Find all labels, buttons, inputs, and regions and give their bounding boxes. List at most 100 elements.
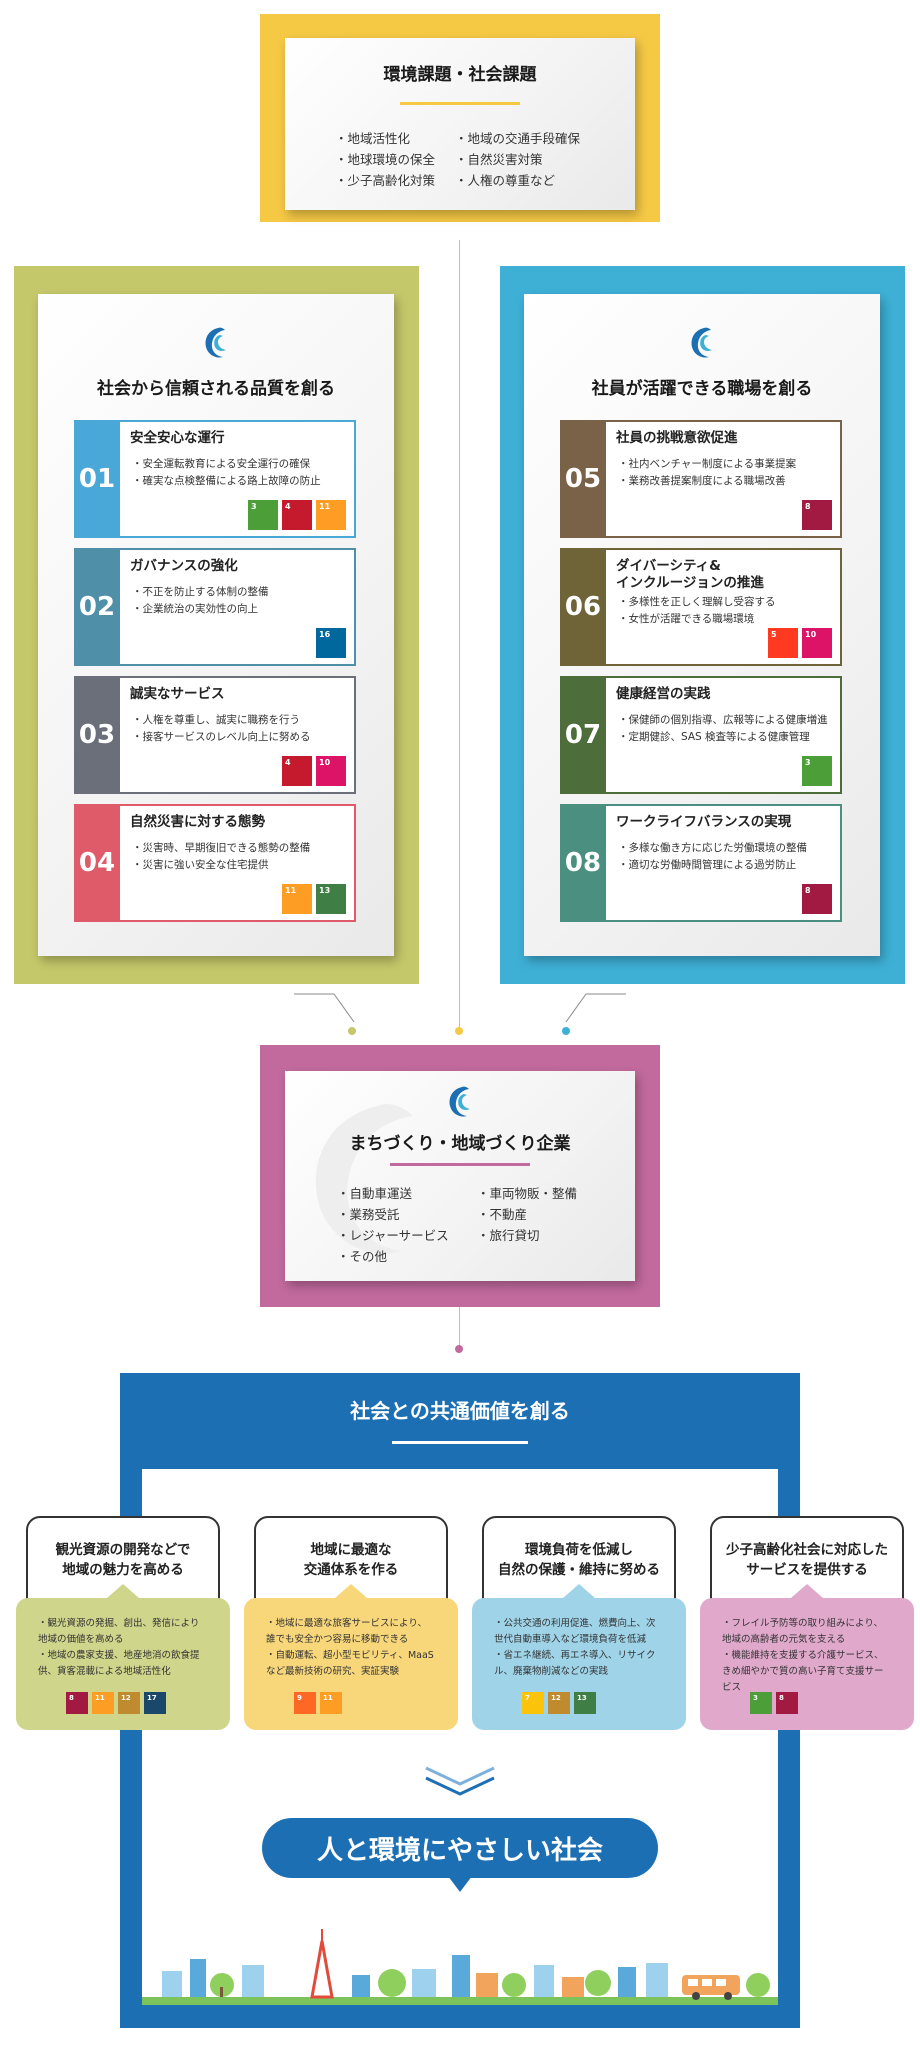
quality-panel: 社会から信頼される品質を創る 01安全安心な運行安全運転教育による安全運行の確保… <box>14 266 419 984</box>
shared-title: 社会との共通価値を創る <box>350 1399 570 1423</box>
item-number: 04 <box>74 804 120 922</box>
shared-underline <box>392 1441 528 1444</box>
value-text-line: フレイル予防等の取り組みにより、地域の高齢者の元気を支える <box>722 1616 892 1648</box>
sdg-goal-icon: 3 <box>750 1692 772 1714</box>
sdg-icons: 16 <box>316 628 346 658</box>
sdg-goal-icon: 12 <box>118 1692 140 1714</box>
workplace-title: 社員が活躍できる職場を創る <box>591 379 813 399</box>
item-title: 誠実なサービス <box>130 686 225 702</box>
item-point: 多様な働き方に応じた労働環境の整備 <box>618 840 808 857</box>
value-card: 地域に最適な旅客サービスにより、誰でも安全かつ容易に移動できる自動運転、超小型モ… <box>244 1516 458 1730</box>
sdg-goal-icon: 8 <box>802 884 832 914</box>
item-card: 03誠実なサービス人権を尊重し、誠実に職務を行う接客サービスのレベル向上に努める… <box>74 676 356 794</box>
quality-card: 社会から信頼される品質を創る 01安全安心な運行安全運転教育による安全運行の確保… <box>38 294 394 956</box>
sdg-goal-icon: 4 <box>282 756 312 786</box>
item-number: 08 <box>560 804 606 922</box>
sdg-goal-icon: 10 <box>802 628 832 658</box>
issue-item: 地域の交通手段確保 <box>455 128 581 149</box>
issues-panel: 環境課題・社会課題 地域活性化 地球環境の保全 少子高齢化対策 地域の交通手段確… <box>260 14 660 222</box>
value-card: 観光資源の発掘、創出、発信により地域の価値を高める地域の農家支援、地産地消の飲食… <box>16 1516 230 1730</box>
company-logo-icon <box>205 327 226 358</box>
value-heading: 少子高齢化社会に対応した サービスを提供する <box>726 1542 888 1578</box>
company-list-right: 車両物販・整備 不動産 旅行貸切 <box>477 1183 578 1246</box>
item-card: 05社員の挑戦意欲促進社内ベンチャー制度による事業提案業務改善提案制度による職場… <box>560 420 842 538</box>
value-text: フレイル予防等の取り組みにより、地域の高齢者の元気を支える機能維持を支援する介護… <box>722 1616 892 1696</box>
sdg-goal-icon: 5 <box>768 628 798 658</box>
item-points: 社内ベンチャー制度による事業提案業務改善提案制度による職場改善 <box>618 456 797 490</box>
cityscape-illustration <box>142 1929 778 2005</box>
value-text-line: 公共交通の利用促進、燃費向上、次世代自動車導入など環境負荷を低減 <box>494 1616 664 1648</box>
business-item: その他 <box>337 1246 449 1267</box>
item-number: 02 <box>74 548 120 666</box>
issue-item: 少子高齢化対策 <box>335 170 436 191</box>
value-text-line: 省エネ継続、再エネ導入、リサイクル、廃棄物削減などの実践 <box>494 1648 664 1680</box>
connector-line <box>459 240 460 1030</box>
connector-dot-yellow <box>455 1027 463 1035</box>
item-number: 06 <box>560 548 606 666</box>
item-points: 多様な働き方に応じた労働環境の整備適切な労働時間管理による過労防止 <box>618 840 808 874</box>
item-points: 災害時、早期復旧できる態勢の整備災害に強い安全な住宅提供 <box>132 840 311 874</box>
value-pointer <box>107 1584 139 1598</box>
item-points: 保健師の個別指導、広報等による健康増進定期健診、SAS 検査等による健康管理 <box>618 712 828 746</box>
business-item: 業務受託 <box>337 1204 449 1225</box>
item-points: 多様性を正しく理解し受容する女性が活躍できる職場環境 <box>618 594 776 628</box>
sdg-goal-icon: 8 <box>776 1692 798 1714</box>
sdg-goal-icon: 9 <box>294 1692 316 1714</box>
value-text-line: 自動運転、超小型モビリティ、MaaSなど最新技術の研究、実証実験 <box>266 1648 436 1680</box>
sdg-goal-icon: 8 <box>66 1692 88 1714</box>
item-card: 08ワークライフバランスの実現多様な働き方に応じた労働環境の整備適切な労働時間管… <box>560 804 842 922</box>
sdg-goal-icon: 11 <box>282 884 312 914</box>
item-point: 確実な点検整備による路上故障の防止 <box>132 473 321 490</box>
company-card: まちづくり・地域づくり企業 自動車運送 業務受託 レジャーサービス その他 車両… <box>285 1071 635 1281</box>
business-item: 不動産 <box>477 1204 577 1225</box>
item-points: 人権を尊重し、誠実に職務を行う接客サービスのレベル向上に努める <box>132 712 311 746</box>
issue-item: 地域活性化 <box>335 128 435 149</box>
value-text: 観光資源の発掘、創出、発信により地域の価値を高める地域の農家支援、地産地消の飲食… <box>38 1616 208 1680</box>
sdg-goal-icon: 3 <box>802 756 832 786</box>
business-item: 車両物販・整備 <box>477 1183 578 1204</box>
connector-line-lower <box>459 1307 460 1347</box>
item-number: 05 <box>560 420 606 538</box>
item-card: 04自然災害に対する態勢災害時、早期復旧できる態勢の整備災害に強い安全な住宅提供… <box>74 804 356 922</box>
connector-diagonal-left <box>294 993 355 1023</box>
value-card: フレイル予防等の取り組みにより、地域の高齢者の元気を支える機能維持を支援する介護… <box>700 1516 914 1730</box>
value-card: 公共交通の利用促進、燃費向上、次世代自動車導入など環境負荷を低減省エネ継続、再エ… <box>472 1516 686 1730</box>
value-band: 観光資源の発掘、創出、発信により地域の価値を高める地域の農家支援、地産地消の飲食… <box>16 1584 230 1730</box>
company-underline <box>390 1163 530 1166</box>
quality-title: 社会から信頼される品質を創る <box>97 379 335 399</box>
item-card: 02ガバナンスの強化不正を防止する体制の整備企業統治の実効性の向上16 <box>74 548 356 666</box>
value-text: 地域に最適な旅客サービスにより、誰でも安全かつ容易に移動できる自動運転、超小型モ… <box>266 1616 436 1680</box>
connector-diagonal-right <box>565 993 626 1023</box>
issues-title: 環境課題・社会課題 <box>383 65 537 85</box>
sdg-goal-icon: 17 <box>144 1692 166 1714</box>
item-point: 人権を尊重し、誠実に職務を行う <box>132 712 311 729</box>
connector-dot-green <box>348 1027 356 1035</box>
value-band: 地域に最適な旅客サービスにより、誰でも安全かつ容易に移動できる自動運転、超小型モ… <box>244 1584 458 1730</box>
issues-card: 環境課題・社会課題 地域活性化 地球環境の保全 少子高齢化対策 地域の交通手段確… <box>285 38 635 210</box>
value-text-line: 観光資源の発掘、創出、発信により地域の価値を高める <box>38 1616 208 1648</box>
sdg-goal-icon: 11 <box>316 500 346 530</box>
value-band: 公共交通の利用促進、燃費向上、次世代自動車導入など環境負荷を低減省エネ継続、再エ… <box>472 1584 686 1730</box>
company-title: まちづくり・地域づくり企業 <box>349 1134 571 1154</box>
issue-item: 自然災害対策 <box>455 149 580 170</box>
item-point: 適切な労働時間管理による過労防止 <box>618 857 807 874</box>
item-point: 企業統治の実効性の向上 <box>132 601 269 618</box>
item-point: 保健師の個別指導、広報等による健康増進 <box>618 712 828 729</box>
item-number: 07 <box>560 676 606 794</box>
value-text-line: 地域の農家支援、地産地消の飲食提供、貨客混載による地域活性化 <box>38 1648 208 1680</box>
value-heading: 環境負荷を低減し 自然の保護・維持に努める <box>498 1542 660 1578</box>
item-point: 女性が活躍できる職場環境 <box>618 611 776 628</box>
sdg-goal-icon: 10 <box>316 756 346 786</box>
company-logo-icon <box>449 1086 470 1117</box>
sdg-goal-icon: 11 <box>320 1692 342 1714</box>
goal-text: 人と環境にやさしい社会 <box>316 1835 603 1866</box>
issue-item: 地球環境の保全 <box>335 149 436 170</box>
sdg-goal-icon: 12 <box>548 1692 570 1714</box>
value-text: 公共交通の利用促進、燃費向上、次世代自動車導入など環境負荷を低減省エネ継続、再エ… <box>494 1616 664 1680</box>
